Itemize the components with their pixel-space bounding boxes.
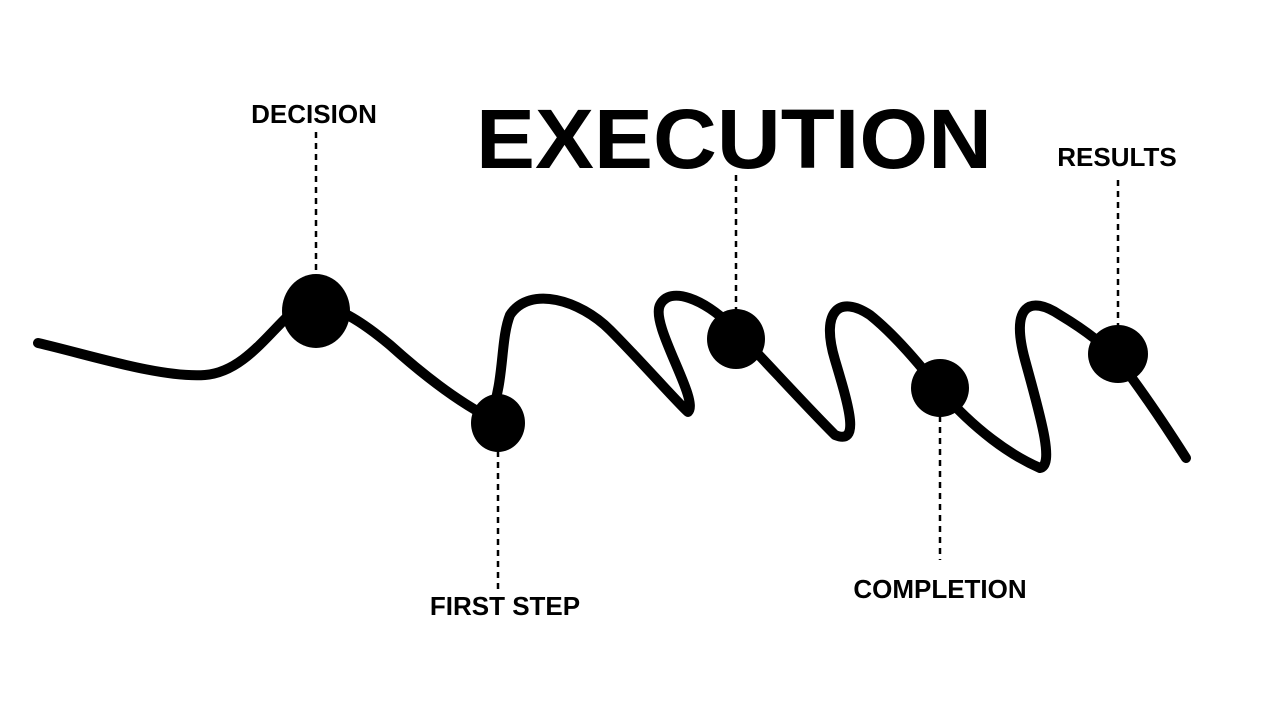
diagram-title: EXECUTION [476, 92, 992, 186]
execution-milestone [707, 309, 765, 369]
decision-milestone [282, 274, 350, 348]
completion-label: COMPLETION [853, 574, 1026, 604]
first-step-label: FIRST STEP [430, 591, 580, 621]
first-step-milestone [471, 394, 525, 452]
journey-path [33, 290, 1191, 473]
decision-label: DECISION [251, 99, 377, 129]
results-label: RESULTS [1057, 142, 1176, 172]
results-milestone [1088, 325, 1148, 383]
completion-milestone [911, 359, 969, 417]
